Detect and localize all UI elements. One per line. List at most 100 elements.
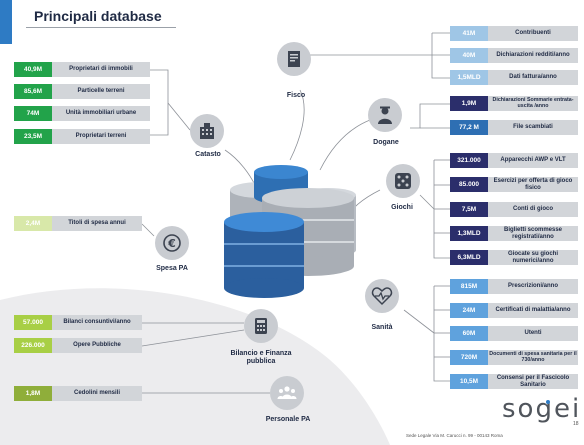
bilancio-row: 57.000 Bilanci consuntivi/anno	[14, 315, 142, 330]
spesa-pa-hub: €	[155, 226, 189, 260]
row-label: Particelle terreni	[52, 84, 150, 99]
dogane-label: Dogane	[373, 139, 399, 146]
giochi-row: 1,3MLD Biglietti scommesse registrati/an…	[450, 226, 578, 241]
fisco-row: 1,5MLD Dati fattura/anno	[450, 70, 578, 85]
giochi-row: 6,3MLD Giocate su giochi numerici/anno	[450, 250, 578, 265]
sanita-row: 60M Utenti	[450, 326, 578, 341]
dogane-row: 1,9M Dichiarazioni Sommarie entrata-usci…	[450, 96, 578, 111]
catasto-row: 23,5M Proprietari terreni	[14, 129, 150, 144]
row-value: 77,2 M	[450, 120, 488, 135]
tax-document-icon	[288, 51, 300, 67]
row-value: 23,5M	[14, 129, 52, 144]
sanita-row: 24M Certificati di malattia/anno	[450, 303, 578, 318]
row-value: 57.000	[14, 315, 52, 330]
footer-address: Sede Legale Via M. Carucci n. 99 - 00143…	[406, 433, 503, 438]
row-label: Giocate su giochi numerici/anno	[488, 250, 578, 265]
row-label: Titoli di spesa annui	[52, 216, 142, 231]
logo-dot	[546, 400, 550, 404]
sanita-row: 720M Documenti di spesa sanitaria per il…	[450, 350, 578, 365]
row-value: 1,8M	[14, 386, 52, 401]
heartbeat-icon	[371, 287, 393, 306]
svg-text:€: €	[167, 237, 176, 250]
giochi-hub	[386, 164, 420, 198]
giochi-row: 321.000 Apparecchi AWP e VLT	[450, 153, 578, 168]
bilancio-row: 226.000 Opere Pubbliche	[14, 338, 142, 353]
row-value: 815M	[450, 279, 488, 294]
fisco-hub	[277, 42, 311, 76]
spesa-pa-label: Spesa PA	[156, 265, 188, 272]
sanita-hub	[365, 279, 399, 313]
row-label: Dati fattura/anno	[488, 70, 578, 85]
row-label: Biglietti scommesse registrati/anno	[488, 226, 578, 241]
fisco-label: Fisco	[286, 92, 306, 99]
row-value: 321.000	[450, 153, 488, 168]
sanita-label: Sanità	[371, 324, 393, 331]
row-label: Esercizi per offerta di gioco fisico	[488, 177, 578, 192]
catasto-row: 85,6M Particelle terreni	[14, 84, 150, 99]
giochi-label: Giochi	[391, 204, 413, 211]
row-label: Contribuenti	[488, 26, 578, 41]
row-value: 2,4M	[14, 216, 52, 231]
row-value: 24M	[450, 303, 488, 318]
catasto-row: 40,9M Proprietari di immobili	[14, 62, 150, 77]
giochi-row: 85.000 Esercizi per offerta di gioco fis…	[450, 177, 578, 192]
row-value: 7,5M	[450, 202, 488, 217]
bilancio-hub	[244, 309, 278, 343]
row-value: 85,6M	[14, 84, 52, 99]
giochi-row: 7,5M Conti di gioco	[450, 202, 578, 217]
title-underline	[26, 27, 176, 28]
catasto-hub	[190, 114, 224, 148]
calculator-icon	[255, 318, 267, 334]
spesa-row: 2,4M Titoli di spesa annui	[14, 216, 142, 231]
row-label: Dichiarazioni redditi/anno	[488, 48, 578, 63]
row-label: Opere Pubbliche	[52, 338, 142, 353]
personale-pa-label: Personale PA	[265, 416, 311, 423]
row-label: Dichiarazioni Sommarie entrata-uscita /a…	[488, 96, 578, 111]
dice-icon	[395, 173, 411, 189]
sanita-row: 10,5M Consensi per il Fascicolo Sanitari…	[450, 374, 578, 389]
row-value: 1,3MLD	[450, 226, 488, 241]
dogane-hub	[368, 98, 402, 132]
row-value: 1,9M	[450, 96, 488, 111]
building-icon	[200, 123, 214, 139]
row-value: 85.000	[450, 177, 488, 192]
row-label: Consensi per il Fascicolo Sanitario	[488, 374, 578, 389]
row-value: 40,9M	[14, 62, 52, 77]
row-value: 6,3MLD	[450, 250, 488, 265]
euro-icon: €	[163, 234, 181, 252]
page-number: 18	[573, 421, 579, 427]
row-value: 720M	[450, 350, 488, 365]
row-label: Utenti	[488, 326, 578, 341]
sanita-row: 815M Prescrizioni/anno	[450, 279, 578, 294]
row-value: 40M	[450, 48, 488, 63]
row-label: Bilanci consuntivi/anno	[52, 315, 142, 330]
row-value: 1,5MLD	[450, 70, 488, 85]
row-label: Certificati di malattia/anno	[488, 303, 578, 318]
row-value: 41M	[450, 26, 488, 41]
fisco-row: 41M Contribuenti	[450, 26, 578, 41]
personale-pa-hub	[270, 376, 304, 410]
catasto-label: Catasto	[195, 151, 221, 158]
row-label: Documenti di spesa sanitaria per il 730/…	[488, 350, 578, 365]
row-label: Apparecchi AWP e VLT	[488, 153, 578, 168]
row-label: File scambiati	[488, 120, 578, 135]
row-label: Proprietari di immobili	[52, 62, 150, 77]
corner-accent-bar	[0, 0, 12, 44]
customs-officer-icon	[378, 106, 392, 124]
catasto-row: 74M Unità immobiliari urbane	[14, 106, 150, 121]
page-title: Principali database	[34, 8, 162, 24]
personale-row: 1,8M Cedolini mensili	[14, 386, 142, 401]
row-label: Proprietari terreni	[52, 129, 150, 144]
fisco-row: 40M Dichiarazioni redditi/anno	[450, 48, 578, 63]
dogane-row: 77,2 M File scambiati	[450, 120, 578, 135]
row-label: Unità immobiliari urbane	[52, 106, 150, 121]
row-value: 10,5M	[450, 374, 488, 389]
row-value: 226.000	[14, 338, 52, 353]
row-label: Prescrizioni/anno	[488, 279, 578, 294]
row-label: Cedolini mensili	[52, 386, 142, 401]
sogei-logo: sogei	[502, 394, 582, 424]
row-value: 60M	[450, 326, 488, 341]
row-value: 74M	[14, 106, 52, 121]
